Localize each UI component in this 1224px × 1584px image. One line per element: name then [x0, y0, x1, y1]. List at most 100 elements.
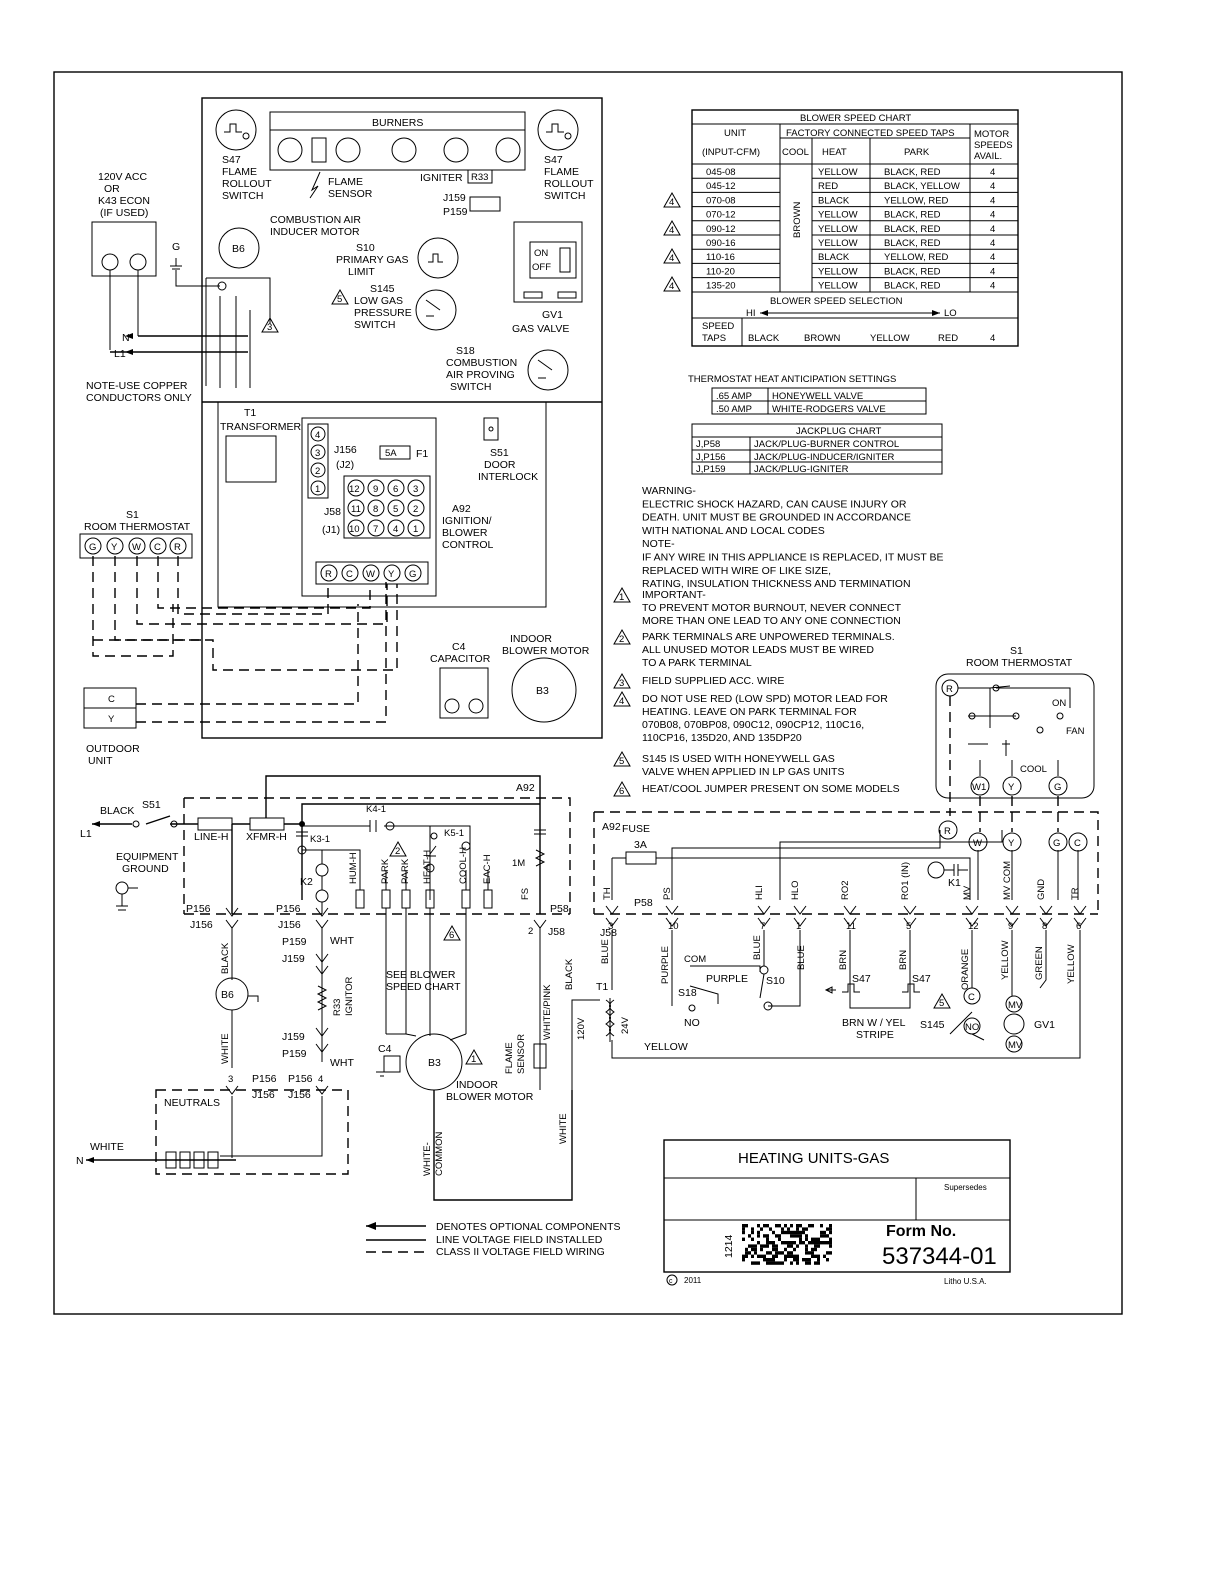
note-line: HEAT/COOL JUMPER PRESENT ON SOME MODELS [642, 783, 900, 795]
svg-text:G: G [1054, 782, 1061, 793]
svg-text:CLASS II VOLTAGE FIELD WIRING: CLASS II VOLTAGE FIELD WIRING [436, 1246, 605, 1258]
svg-text:K2: K2 [300, 876, 313, 888]
svg-text:SPEED CHART: SPEED CHART [386, 981, 461, 993]
svg-text:HONEYWELL VALVE: HONEYWELL VALVE [772, 391, 863, 402]
svg-text:K3-1: K3-1 [310, 834, 330, 845]
svg-text:W: W [973, 838, 982, 849]
svg-text:COOL-H: COOL-H [458, 847, 469, 884]
svg-text:J58: J58 [548, 926, 565, 938]
svg-text:CAPACITOR: CAPACITOR [430, 653, 491, 665]
svg-text:FS: FS [520, 888, 531, 900]
svg-text:3: 3 [413, 484, 418, 495]
svg-text:S10: S10 [356, 242, 375, 254]
svg-text:MOTOR: MOTOR [974, 129, 1009, 140]
svg-text:P156: P156 [288, 1073, 313, 1085]
note-triangle [613, 672, 631, 689]
svg-text:HEAT-H: HEAT-H [422, 850, 433, 884]
svg-text:WHITE/PINK: WHITE/PINK [542, 984, 553, 1040]
note-triangle [613, 586, 631, 603]
note-triangle [613, 750, 631, 767]
svg-text:S18: S18 [678, 987, 697, 999]
outer-frame [53, 71, 1123, 1315]
svg-text:C: C [154, 542, 161, 553]
svg-text:L1: L1 [80, 828, 92, 840]
svg-text:GV1: GV1 [1034, 1019, 1055, 1031]
terminal-label: MV COM [1002, 861, 1013, 900]
chart-speeds-cell: 4 [990, 224, 995, 235]
svg-text:K4-1: K4-1 [366, 804, 386, 815]
svg-text:Form No.: Form No. [886, 1223, 956, 1240]
terminal-label: TR [1070, 887, 1081, 900]
terminal-number: 5 [906, 921, 911, 932]
svg-text:INDUCER MOTOR: INDUCER MOTOR [270, 226, 360, 238]
barcode [742, 1224, 832, 1265]
svg-text:COOL: COOL [1020, 764, 1047, 775]
chart-park-cell: BLACK, RED [884, 210, 941, 221]
svg-text:J,P159: J,P159 [696, 464, 726, 475]
terminal-number: 12 [968, 921, 979, 932]
note-triangle [613, 628, 631, 645]
svg-text:PARK: PARK [380, 858, 391, 884]
svg-text:BLACK: BLACK [564, 958, 575, 990]
svg-text:COMMON: COMMON [434, 1132, 445, 1176]
svg-text:BROWN: BROWN [804, 333, 841, 344]
svg-text:P159: P159 [443, 206, 468, 218]
svg-text:ON: ON [534, 248, 548, 259]
svg-text:SWITCH: SWITCH [450, 381, 491, 393]
svg-text:C: C [1074, 838, 1081, 849]
svg-text:S47: S47 [544, 154, 563, 166]
chart-unit-cell: 110-20 [706, 266, 735, 277]
terminal-label: HLO [790, 880, 801, 900]
chart-heat-cell: YELLOW [818, 281, 858, 292]
svg-text:GAS VALVE: GAS VALVE [512, 323, 569, 335]
svg-text:BRN: BRN [838, 950, 849, 970]
chart-speeds-cell: 4 [990, 281, 995, 292]
svg-text:BLUE: BLUE [796, 945, 807, 970]
svg-text:LINE-H: LINE-H [194, 831, 228, 843]
svg-text:XFMR-H: XFMR-H [246, 831, 287, 843]
form-number: 537344-01 [882, 1243, 997, 1270]
svg-text:ROOM THERMOSTAT: ROOM THERMOSTAT [966, 657, 1073, 669]
svg-text:J58: J58 [324, 506, 341, 518]
note-line: MORE THAN ONE LEAD TO ANY ONE CONNECTION [642, 615, 901, 627]
svg-text:AVAIL.: AVAIL. [974, 151, 1002, 162]
terminal-connector [1005, 905, 1019, 927]
warning-line: RATING, INSULATION THICKNESS AND TERMINA… [642, 578, 911, 590]
svg-text:WHITE: WHITE [90, 1141, 124, 1153]
igniter: IGNITER R33 J159 P159 [420, 169, 501, 218]
svg-text:YELLOW: YELLOW [870, 333, 910, 344]
s47-right-switch: S47 FLAME ROLLOUT SWITCH [537, 109, 594, 202]
svg-text:A92: A92 [516, 782, 535, 794]
chart-heat-cell: BLACK [818, 195, 850, 206]
note-line: IMPORTANT- [642, 589, 706, 601]
svg-text:HI: HI [746, 308, 756, 319]
svg-text:G: G [89, 542, 96, 553]
legend: DENOTES OPTIONAL COMPONENTS LINE VOLTAGE… [366, 1221, 621, 1258]
title-text: HEATING UNITS-GAS [738, 1150, 889, 1167]
svg-text:(IF USED): (IF USED) [100, 207, 148, 219]
chart-speeds-cell: 4 [990, 167, 995, 178]
svg-text:P156: P156 [186, 903, 211, 915]
warning-block: WARNING-ELECTRIC SHOCK HAZARD, CAN CAUSE… [642, 485, 943, 590]
chart-park-cell: BLACK, RED [884, 238, 941, 249]
svg-text:ROLLOUT: ROLLOUT [544, 178, 594, 190]
svg-text:9: 9 [373, 484, 378, 495]
chart-park-cell: BLACK, RED [884, 167, 941, 178]
svg-text:OFF: OFF [532, 262, 551, 273]
chart-heat-cell: YELLOW [818, 266, 858, 277]
svg-text:PRIMARY GAS: PRIMARY GAS [336, 254, 409, 266]
chart-speeds-cell: 4 [990, 252, 995, 263]
svg-text:2: 2 [315, 466, 320, 477]
svg-text:FLAME: FLAME [544, 166, 579, 178]
svg-text:S10: S10 [766, 975, 785, 987]
note-number: 4 [619, 696, 624, 707]
terminal-number: 1 [796, 921, 801, 932]
svg-text:c: c [669, 1278, 673, 1285]
svg-text:WHITE-: WHITE- [422, 1142, 433, 1176]
chart-speeds-cell: 4 [990, 210, 995, 221]
svg-text:SWITCH: SWITCH [354, 319, 395, 331]
svg-text:Y: Y [388, 569, 395, 580]
svg-text:6: 6 [393, 484, 398, 495]
svg-text:B3: B3 [428, 1057, 441, 1069]
svg-text:N: N [122, 332, 130, 344]
